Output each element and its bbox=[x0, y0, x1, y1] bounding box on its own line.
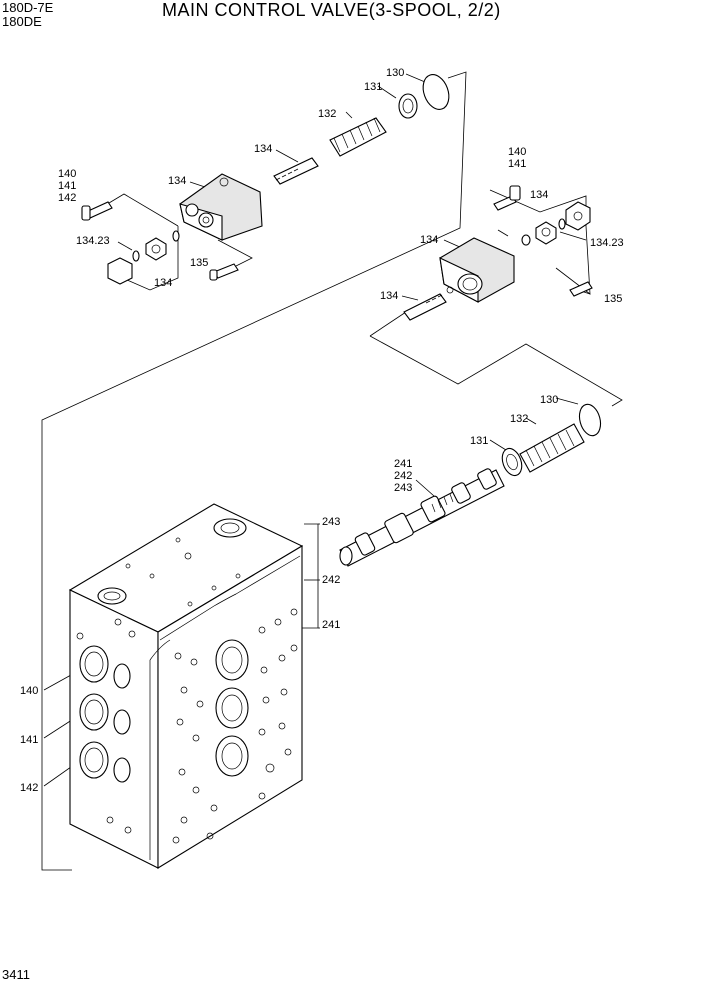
nut-134-23-mid bbox=[521, 218, 566, 246]
spool-pin-134-mid bbox=[403, 293, 447, 321]
label-134-23-top: 134.23 bbox=[76, 235, 110, 247]
washer-131-top bbox=[398, 93, 418, 119]
label-241-body: 241 bbox=[322, 619, 340, 631]
label-134-23-mid: 134.23 bbox=[590, 237, 624, 249]
o-ring-130-lower bbox=[578, 403, 602, 437]
valve-body bbox=[68, 503, 304, 869]
cover-134-top bbox=[179, 173, 263, 241]
page-number: 3411 bbox=[2, 967, 30, 982]
nut-134-23-top bbox=[132, 230, 180, 262]
label-132-lower: 132 bbox=[510, 413, 528, 425]
label-241-spool: 241 bbox=[394, 458, 412, 470]
washer-131-lower bbox=[501, 447, 523, 477]
label-132-top: 132 bbox=[318, 108, 336, 120]
label-134-body-mid: 134 bbox=[420, 234, 438, 246]
bolt-135-top bbox=[209, 263, 239, 281]
body-port-141 bbox=[79, 693, 109, 731]
body-port-140 bbox=[79, 645, 109, 683]
o-ring-130-top bbox=[422, 74, 450, 110]
label-141-mid: 141 bbox=[508, 158, 526, 170]
plug-140-142-top bbox=[81, 201, 113, 221]
label-130-lower: 130 bbox=[540, 394, 558, 406]
spring-132-top bbox=[329, 117, 387, 157]
bolt-135-mid bbox=[569, 281, 593, 297]
label-242-body: 242 bbox=[322, 574, 340, 586]
label-134-cap-top: 134 bbox=[168, 175, 186, 187]
label-243-body: 243 bbox=[322, 516, 340, 528]
spool-assembly bbox=[339, 403, 602, 567]
cap-134-mid bbox=[565, 201, 591, 231]
cap-134-top-low bbox=[107, 257, 133, 285]
label-135-top: 135 bbox=[190, 257, 208, 269]
label-142-top: 142 bbox=[58, 192, 76, 204]
label-135-mid: 135 bbox=[604, 293, 622, 305]
label-134-cap-mid: 134 bbox=[530, 189, 548, 201]
label-134-low-top: 134 bbox=[154, 277, 172, 289]
model-code-secondary: 180DE bbox=[2, 14, 42, 29]
spool-241-243 bbox=[339, 468, 505, 567]
spring-132-lower bbox=[519, 423, 585, 473]
page-title: MAIN CONTROL VALVE(3-SPOOL, 2/2) bbox=[162, 0, 501, 20]
plug-140-141-mid bbox=[493, 185, 521, 211]
body-134-mid bbox=[439, 237, 515, 303]
label-140-top: 140 bbox=[58, 168, 76, 180]
top-cap-assembly bbox=[81, 74, 450, 285]
label-141-top: 141 bbox=[58, 180, 76, 192]
label-141-body: 141 bbox=[20, 734, 38, 746]
label-242-spool: 242 bbox=[394, 470, 412, 482]
callout-labels: 130 131 132 134 134 140 141 142 134.23 1… bbox=[20, 67, 624, 794]
label-140-mid: 140 bbox=[508, 146, 526, 158]
label-131-lower: 131 bbox=[470, 435, 488, 447]
label-140-body: 140 bbox=[20, 685, 38, 697]
label-134-spool-top: 134 bbox=[254, 143, 272, 155]
label-131-top: 131 bbox=[364, 81, 382, 93]
label-130-top: 130 bbox=[386, 67, 404, 79]
model-code-primary: 180D-7E bbox=[2, 0, 54, 15]
spool-pin-134-top bbox=[273, 157, 319, 185]
label-142-body: 142 bbox=[20, 782, 38, 794]
label-134-spool-mid: 134 bbox=[380, 290, 398, 302]
label-243-spool: 243 bbox=[394, 482, 412, 494]
body-port-142 bbox=[79, 741, 109, 779]
mid-cap-assembly bbox=[403, 185, 593, 321]
